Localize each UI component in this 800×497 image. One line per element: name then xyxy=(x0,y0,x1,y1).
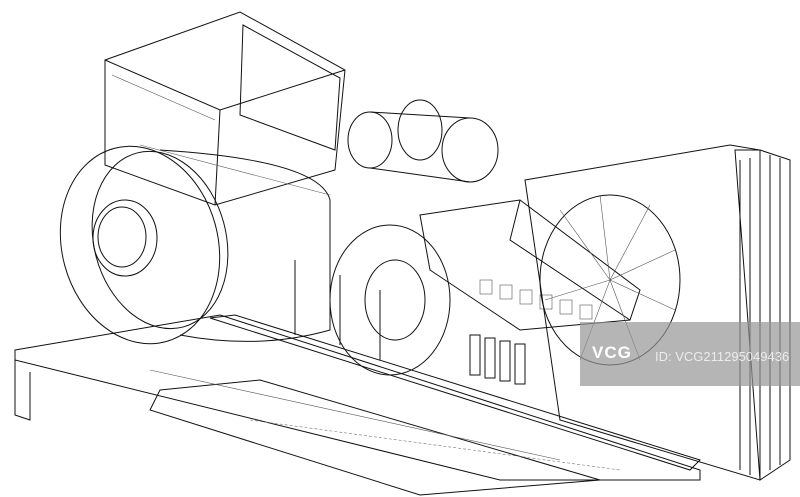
air-filters xyxy=(347,99,499,183)
alternator xyxy=(59,144,331,345)
watermark-logo: VCG xyxy=(592,343,632,362)
radiator xyxy=(524,144,791,481)
watermark-band xyxy=(580,322,800,386)
control-box xyxy=(104,11,346,206)
watermark-id-text: ID: VCG211295049436 xyxy=(655,349,790,364)
base-skid xyxy=(14,260,701,496)
